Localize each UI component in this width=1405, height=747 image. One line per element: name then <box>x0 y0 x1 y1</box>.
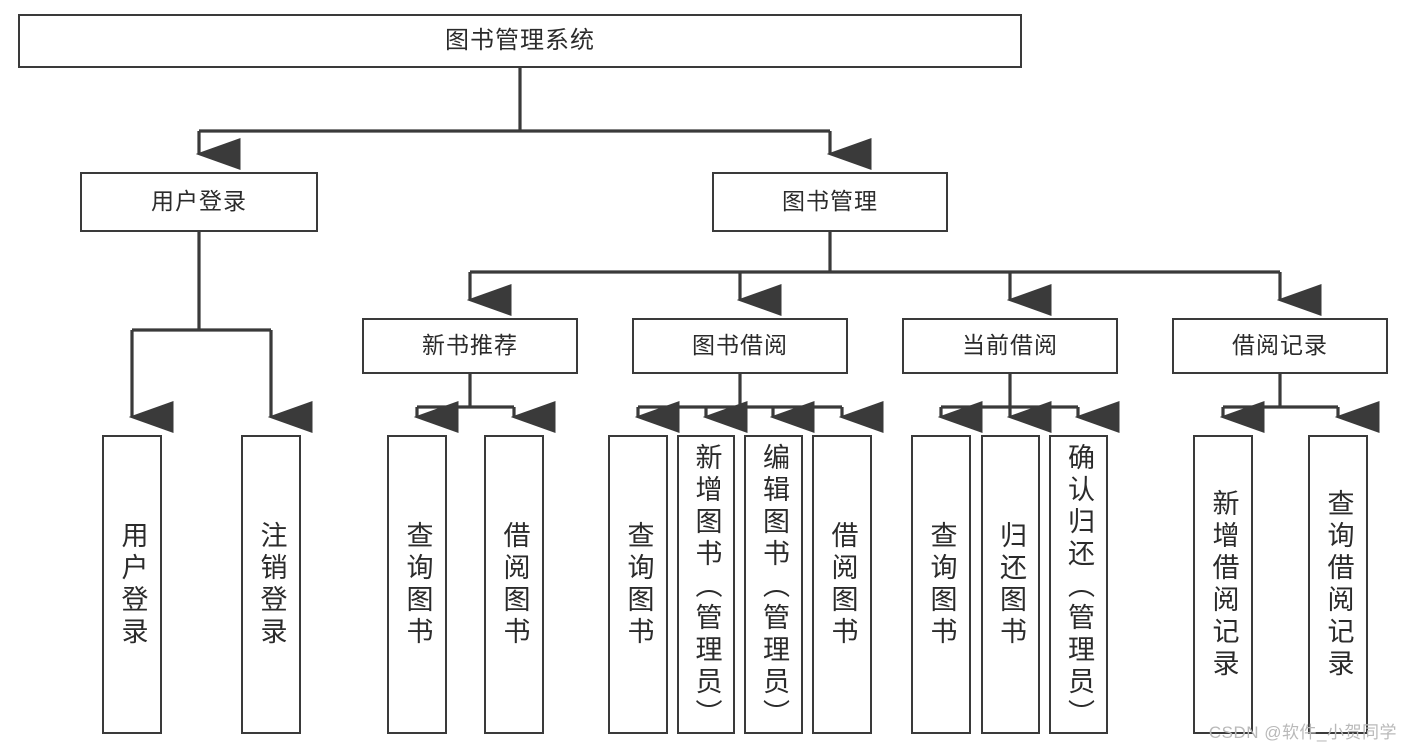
node-label: 查询借阅记录 <box>1323 488 1354 681</box>
node-label: 用户登录 <box>117 520 148 649</box>
leaf-logout-login[interactable]: 注销登录 <box>241 435 301 734</box>
node-label: 用户登录 <box>151 188 247 215</box>
node-label: 新增借阅记录 <box>1208 488 1239 681</box>
node-label: 图书管理 <box>782 188 878 215</box>
node-label: 编辑图书（管理员） <box>759 443 789 731</box>
leaf-add-book-admin[interactable]: 新增图书（管理员） <box>677 435 735 734</box>
node-new-book-recommendation[interactable]: 新书推荐 <box>362 318 578 374</box>
node-label: 当前借阅 <box>962 332 1058 359</box>
leaf-borrow-book-new-book[interactable]: 借阅图书 <box>484 435 544 734</box>
node-book-borrowing[interactable]: 图书借阅 <box>632 318 848 374</box>
node-label: 查询图书 <box>623 520 654 649</box>
node-label: 借阅记录 <box>1232 332 1328 359</box>
node-label: 新书推荐 <box>422 332 518 359</box>
node-borrowing-record[interactable]: 借阅记录 <box>1172 318 1388 374</box>
leaf-return-book[interactable]: 归还图书 <box>981 435 1040 734</box>
node-root-book-management-system[interactable]: 图书管理系统 <box>18 14 1022 68</box>
node-label: 注销登录 <box>256 520 287 649</box>
leaf-edit-book-admin[interactable]: 编辑图书（管理员） <box>744 435 803 734</box>
leaf-query-book-current[interactable]: 查询图书 <box>911 435 971 734</box>
watermark-text: CSDN @软件_小贺同学 <box>1208 723 1397 742</box>
node-label: 归还图书 <box>996 520 1026 649</box>
node-current-borrowing[interactable]: 当前借阅 <box>902 318 1118 374</box>
node-label: 图书借阅 <box>692 332 788 359</box>
leaf-query-borrow-record[interactable]: 查询借阅记录 <box>1308 435 1368 734</box>
node-label: 借阅图书 <box>827 520 858 649</box>
node-label: 确认归还（管理员） <box>1064 443 1094 731</box>
leaf-query-book-borrowing[interactable]: 查询图书 <box>608 435 668 734</box>
node-user-login[interactable]: 用户登录 <box>80 172 318 232</box>
leaf-confirm-return-admin[interactable]: 确认归还（管理员） <box>1049 435 1108 734</box>
leaf-query-book-new-book[interactable]: 查询图书 <box>387 435 447 734</box>
leaf-user-login[interactable]: 用户登录 <box>102 435 162 734</box>
leaf-borrow-book-borrowing[interactable]: 借阅图书 <box>812 435 872 734</box>
node-label: 查询图书 <box>402 520 433 649</box>
leaf-add-borrow-record[interactable]: 新增借阅记录 <box>1193 435 1253 734</box>
node-label: 借阅图书 <box>499 520 530 649</box>
node-label: 新增图书（管理员） <box>691 443 722 731</box>
node-label: 查询图书 <box>926 520 957 649</box>
node-book-management[interactable]: 图书管理 <box>712 172 948 232</box>
node-label: 图书管理系统 <box>445 26 595 54</box>
